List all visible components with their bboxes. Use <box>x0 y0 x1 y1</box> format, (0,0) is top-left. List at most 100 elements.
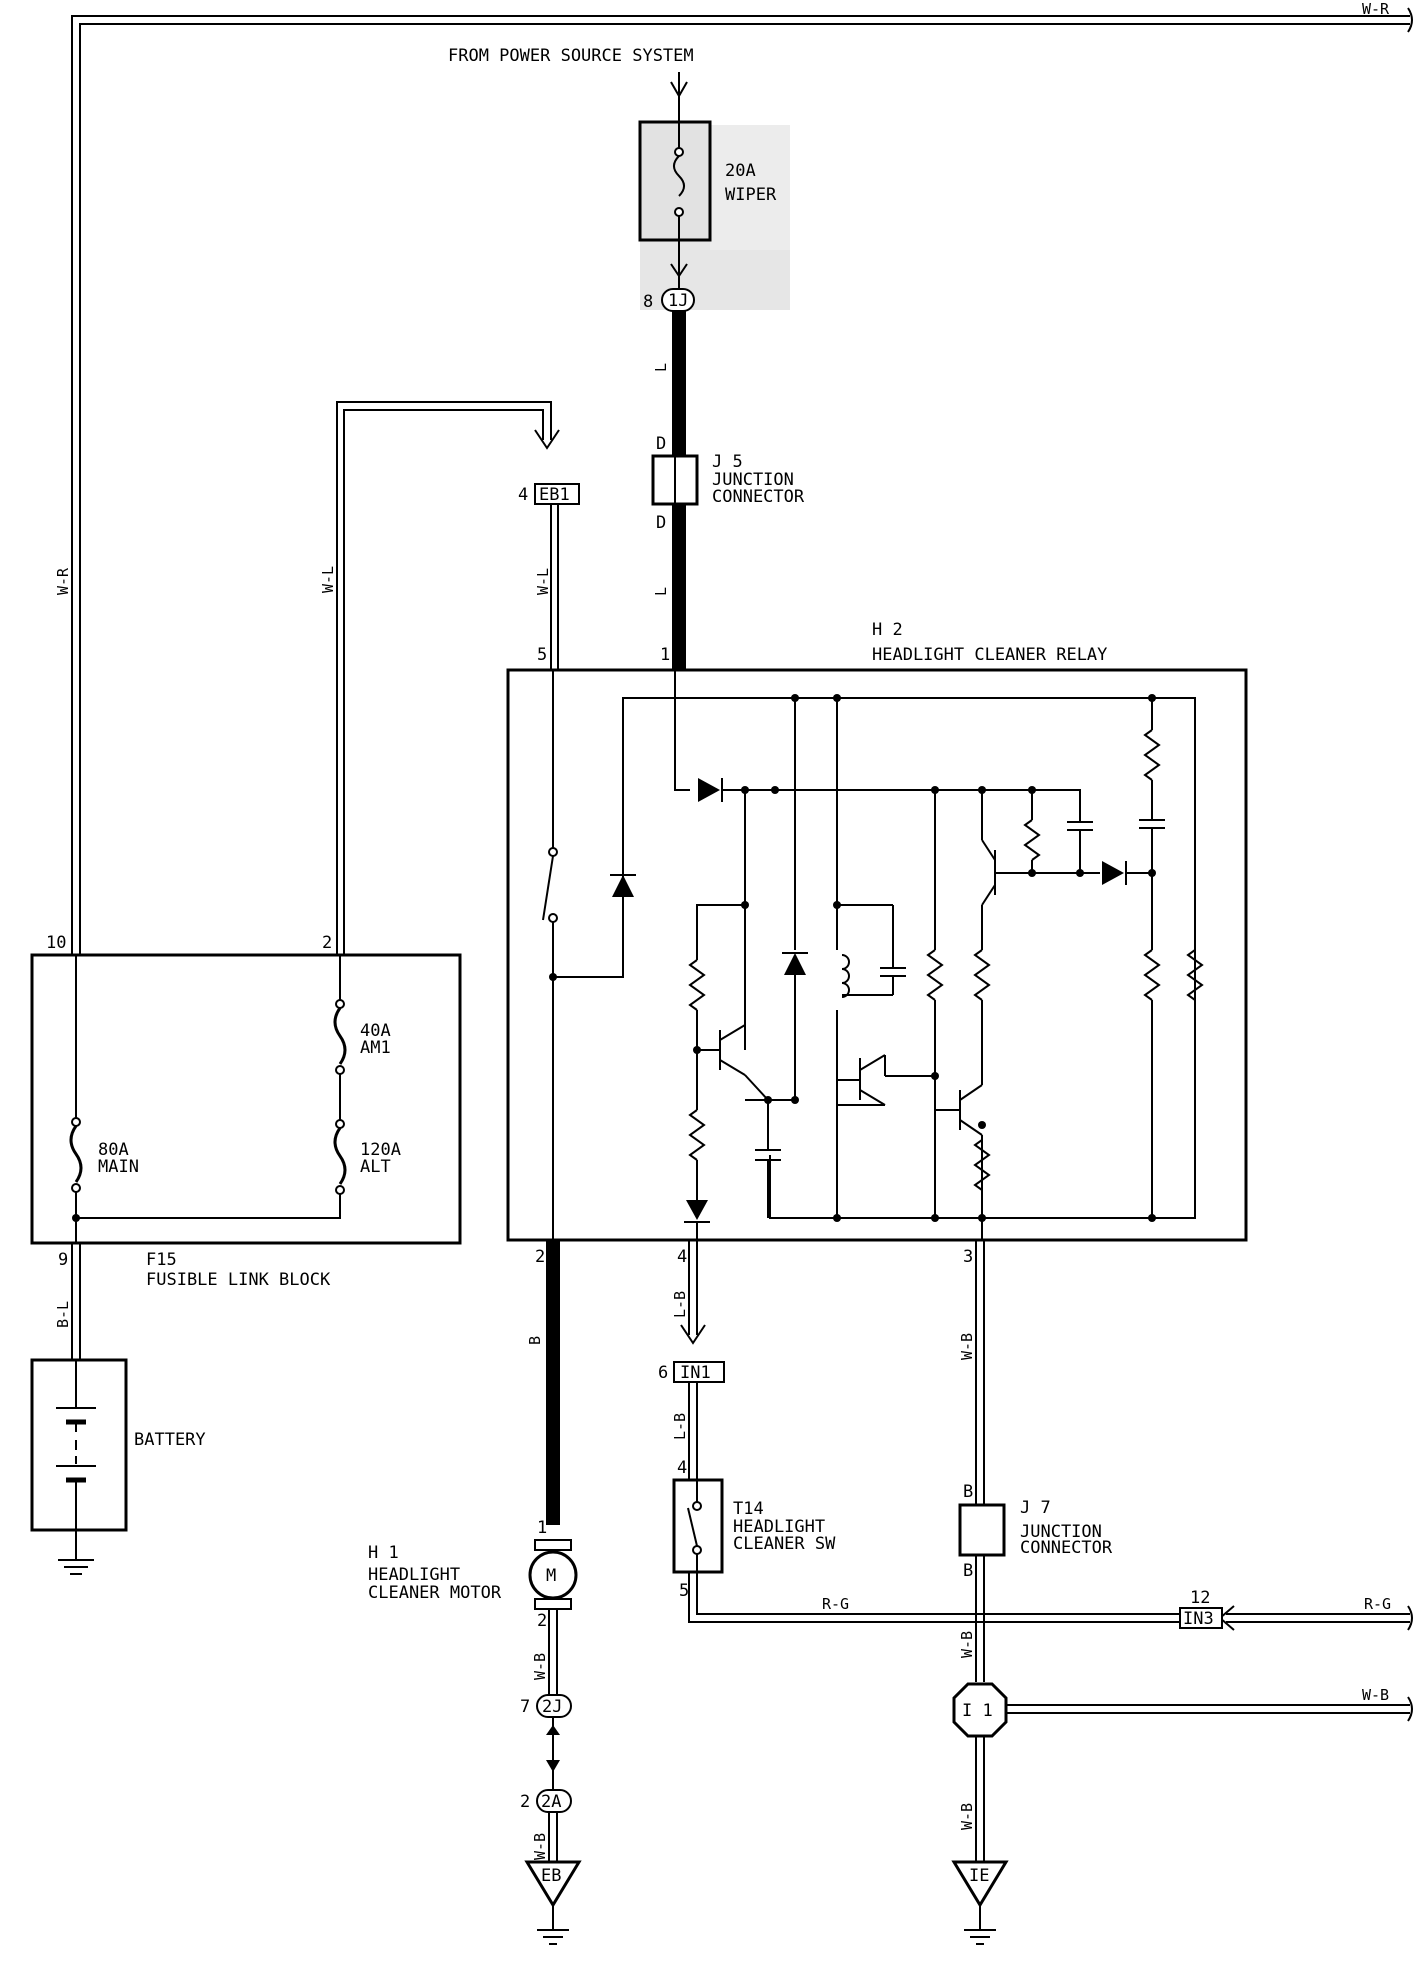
wire-label-w-l-2: W-L <box>534 568 552 595</box>
wire-label-w-l-1: W-L <box>319 566 337 593</box>
f15-pin-10: 10 <box>46 933 66 953</box>
connector-1j-pin: 8 <box>643 292 653 312</box>
wire-label-l-1: L <box>652 363 670 372</box>
wire-l-b: L-B <box>671 1240 706 1345</box>
h2-id: H 2 <box>872 620 903 640</box>
connector-in1-pin: 6 <box>658 1363 668 1383</box>
power-arrow <box>670 72 688 125</box>
wire-b: B <box>526 1240 560 1525</box>
wire-r-g: R-G R-G <box>688 1572 1413 1631</box>
f15-main-name: MAIN <box>98 1157 139 1177</box>
j7-id: J 7 <box>1020 1498 1051 1518</box>
wire-label-w-b-5: W-B <box>958 1803 976 1830</box>
connector-2a-pin: 2 <box>520 1792 530 1812</box>
wire-label-w-r-left: W-R <box>54 567 72 595</box>
h1-line1: HEADLIGHT <box>368 1565 460 1585</box>
relay-h2 <box>506 668 1248 1242</box>
wire-label-r-g-2: R-G <box>1364 1595 1391 1613</box>
wire-w-b-j7: W-B <box>958 1555 985 1682</box>
wire-b-l: B-L <box>54 1243 81 1360</box>
connector-in3: IN3 12 <box>1179 1588 1223 1629</box>
connector-2j-label: 2J <box>542 1697 562 1717</box>
h1-pin-top: 1 <box>537 1518 547 1538</box>
battery <box>30 1358 128 1575</box>
t14-line2: CLEANER SW <box>733 1534 836 1554</box>
j5-pin-bottom: D <box>656 513 666 533</box>
wire-w-b-right: W-B <box>1006 1686 1413 1722</box>
fuse-wiper-rating: 20A <box>725 161 756 181</box>
power-source-label: FROM POWER SOURCE SYSTEM <box>448 46 694 66</box>
connector-2j: 2J 7 <box>520 1694 572 1790</box>
h1-line2: CLEANER MOTOR <box>368 1583 502 1603</box>
connector-i1-label: I 1 <box>962 1701 993 1721</box>
h2-pin-2: 2 <box>535 1247 545 1267</box>
f15-alt-name: ALT <box>360 1157 391 1177</box>
f15-pin-2: 2 <box>322 933 332 953</box>
j7-line1: JUNCTION <box>1020 1522 1102 1542</box>
ground-ie-label: IE <box>969 1866 989 1886</box>
j5-pin-top: D <box>656 434 666 454</box>
f15-pin-9: 9 <box>58 1250 68 1270</box>
connector-in1: IN1 6 <box>658 1361 725 1383</box>
connector-i1: I 1 <box>952 1682 1008 1738</box>
wire-label-w-b-right: W-B <box>1362 1686 1389 1704</box>
j7-line2: CONNECTOR <box>1020 1538 1113 1558</box>
connector-in3-label: IN3 <box>1183 1609 1214 1629</box>
wire-label-w-r-top: W-R <box>1362 0 1390 18</box>
h2-pin-4: 4 <box>677 1247 687 1267</box>
wire-label-l-b-2: L-B <box>671 1413 689 1440</box>
f15-am1-name: AM1 <box>360 1038 391 1058</box>
junction-connector-j7 <box>958 1503 1006 1557</box>
t14-pin-bottom: 5 <box>679 1581 689 1601</box>
wire-w-l-2: W-L <box>534 504 559 670</box>
connector-eb1: EB1 4 <box>518 483 580 505</box>
wire-label-w-b-1: W-B <box>531 1653 549 1680</box>
ground-eb-label: EB <box>541 1866 561 1886</box>
h2-pin-1: 1 <box>660 645 670 665</box>
switch-t14 <box>672 1478 724 1574</box>
h2-name: HEADLIGHT CLEANER RELAY <box>872 645 1107 665</box>
t14-pin-top: 4 <box>677 1458 687 1478</box>
wire-label-w-b-3: W-B <box>958 1333 976 1360</box>
junction-connector-j5 <box>651 454 699 506</box>
t14-line1: HEADLIGHT <box>733 1517 825 1537</box>
connector-eb1-pin: 4 <box>518 485 528 505</box>
j7-pin-bottom: B <box>963 1561 973 1581</box>
connector-1j-label: 1J <box>668 291 688 311</box>
connector-2a: 2A 2 <box>520 1789 572 1813</box>
connector-in3-pin: 12 <box>1190 1588 1210 1608</box>
j5-line1: JUNCTION <box>712 470 794 490</box>
wire-label-r-g-1: R-G <box>822 1595 849 1613</box>
wire-w-b-relay: W-B <box>958 1240 985 1505</box>
battery-label: BATTERY <box>134 1430 206 1450</box>
wire-w-b-ground-eb: W-B <box>531 1812 558 1862</box>
fuse-wiper-name: WIPER <box>725 185 777 205</box>
wire-label-b-l: B-L <box>54 1301 72 1328</box>
fuse-20a-wiper <box>638 120 790 310</box>
motor-symbol: M <box>546 1566 556 1586</box>
ground-eb: EB <box>524 1860 582 1945</box>
f15-main-rating: 80A <box>98 1140 129 1160</box>
f15-am1-rating: 40A <box>360 1021 391 1041</box>
ground-ie: IE <box>951 1860 1009 1945</box>
h2-pin-3: 3 <box>963 1247 973 1267</box>
connector-2j-pin: 7 <box>520 1697 530 1717</box>
wire-l: L L <box>652 311 686 670</box>
wire-label-l-b-1: L-B <box>671 1291 689 1318</box>
h1-pin-bottom: 2 <box>537 1611 547 1631</box>
connector-in1-label: IN1 <box>680 1363 711 1383</box>
j7-pin-top: B <box>963 1482 973 1502</box>
wire-w-b-motor: W-B <box>531 1609 558 1695</box>
wire-label-b: B <box>526 1336 544 1345</box>
f15-alt-rating: 120A <box>360 1140 401 1160</box>
f15-name: FUSIBLE LINK BLOCK <box>146 1270 331 1290</box>
h2-pin-5: 5 <box>537 645 547 665</box>
wire-w-l: W-L <box>319 401 560 955</box>
wire-label-l-2: L <box>652 587 670 596</box>
h1-id: H 1 <box>368 1543 399 1563</box>
wire-w-r-top: W-R W-R <box>54 0 1413 955</box>
connector-2a-label: 2A <box>541 1792 561 1812</box>
f15-id: F15 <box>146 1250 177 1270</box>
t14-id: T14 <box>733 1499 764 1519</box>
